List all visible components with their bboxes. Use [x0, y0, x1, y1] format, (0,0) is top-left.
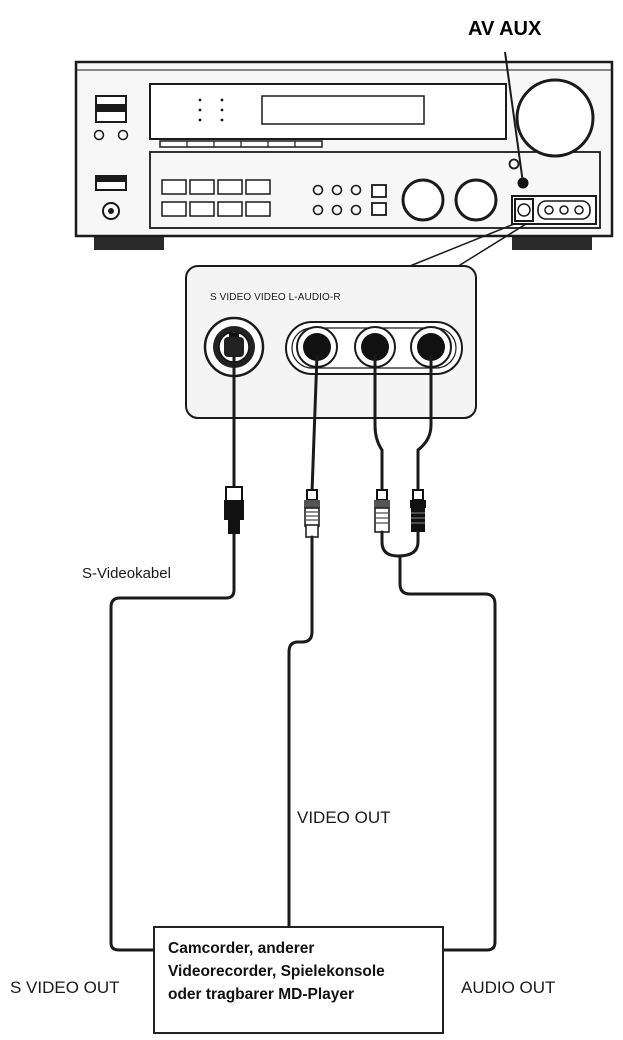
- lower-front-panel: [149, 151, 601, 229]
- device-line-2: Videorecorder, Spielekonsole: [168, 963, 385, 980]
- device-line-1: Camcorder, anderer: [168, 940, 315, 957]
- jack-panel: [185, 265, 477, 419]
- small-knob-2: [117, 129, 129, 141]
- small-knob-1: [93, 129, 105, 141]
- tone-knob-2: [454, 178, 498, 222]
- audio-r-rca-plug: [410, 489, 426, 532]
- video-rca-plug: [304, 489, 320, 538]
- device-line-3: oder tragbarer MD-Player: [168, 986, 355, 1003]
- receiver-foot-left: [94, 234, 164, 250]
- s-video-plug: [224, 486, 244, 550]
- video-cable: [287, 535, 314, 928]
- front-display: [149, 83, 507, 140]
- audio-cable: [380, 530, 420, 558]
- tone-knob-1: [401, 178, 445, 222]
- audio-l-rca-plug: [374, 489, 390, 533]
- jack-cables: [232, 354, 433, 493]
- audio-out-label: AUDIO OUT: [461, 978, 556, 997]
- av-aux-label: AV AUX: [468, 18, 542, 40]
- volume-knob: [515, 78, 595, 158]
- source-device-box: Camcorder, anderer Videorecorder, Spiele…: [153, 926, 444, 1034]
- s-video-out-label: S VIDEO OUT: [10, 978, 120, 997]
- audio-r-jack: [410, 326, 452, 368]
- s-video-cable: [109, 548, 236, 952]
- av-receiver: [74, 60, 614, 250]
- jack-panel-caption: S VIDEO VIDEO L-AUDIO-R: [210, 292, 341, 303]
- video-out-label: VIDEO OUT: [297, 808, 391, 827]
- input-selector-grid: [161, 179, 271, 217]
- av-aux-pointer: [504, 51, 524, 184]
- audio-l-jack: [354, 326, 396, 368]
- zoom-callout: [399, 223, 527, 271]
- receiver-foot-right: [512, 234, 592, 250]
- s-videokabel-label: S-Videokabel: [82, 565, 171, 582]
- device-cables: [109, 530, 497, 952]
